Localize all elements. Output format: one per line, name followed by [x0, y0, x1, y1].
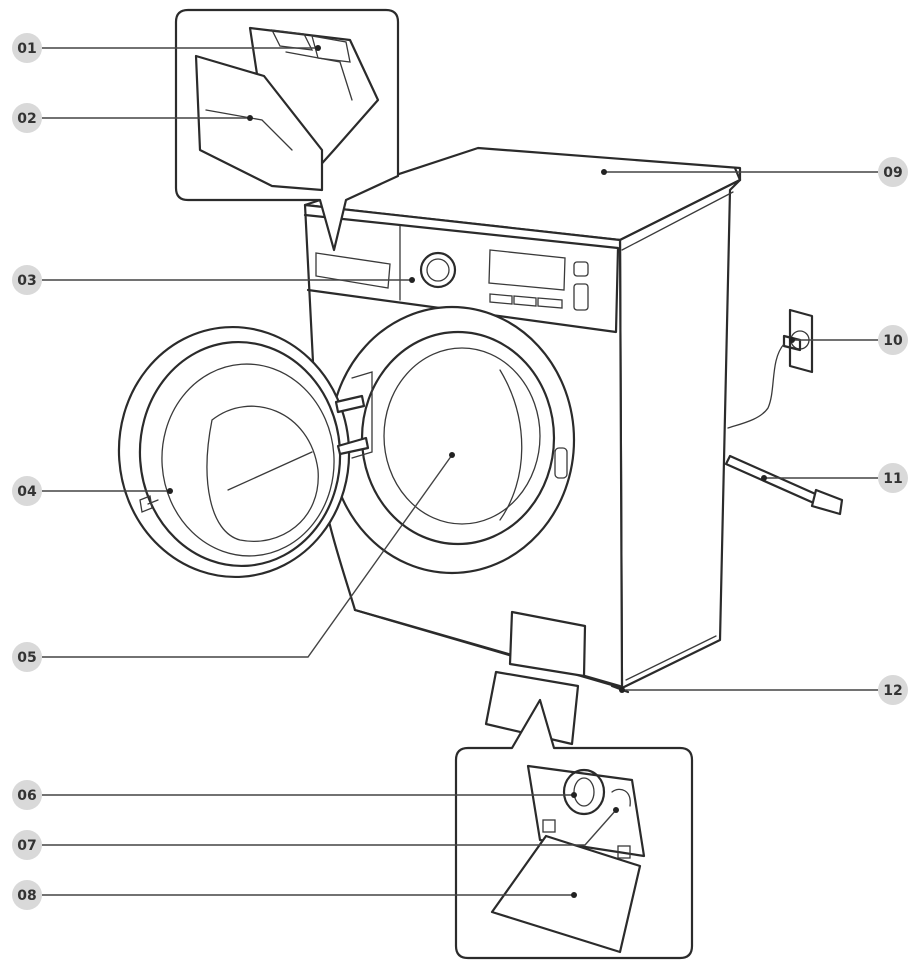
- callout-02: 02: [12, 103, 42, 133]
- callout-01-label: 01: [17, 41, 36, 57]
- callout-12-label: 12: [883, 683, 902, 699]
- callout-03-label: 03: [17, 273, 36, 289]
- inset-detergent-drawer: [174, 8, 400, 252]
- callout-leaders: [42, 45, 878, 898]
- leader-07: [42, 809, 617, 846]
- callout-06-label: 06: [17, 788, 36, 804]
- callout-07-label: 07: [17, 838, 36, 854]
- callout-11-label: 11: [883, 471, 902, 487]
- callout-09: 09: [878, 157, 908, 187]
- leader-05: [42, 454, 453, 658]
- inset-filter: [454, 698, 694, 960]
- callout-09-label: 09: [883, 165, 902, 181]
- callout-badges: 01 02 03 04 05 06 07 08: [12, 33, 908, 910]
- power-outlet: [727, 308, 814, 429]
- callout-04: 04: [12, 476, 42, 506]
- door: [117, 325, 373, 579]
- callout-06: 06: [12, 780, 42, 810]
- callout-07: 07: [12, 830, 42, 860]
- callout-05: 05: [12, 642, 42, 672]
- callout-01: 01: [12, 33, 42, 63]
- filter-cover: [484, 610, 587, 746]
- callout-11: 11: [878, 463, 908, 493]
- drain-hose: [724, 454, 844, 516]
- callout-04-label: 04: [17, 484, 37, 500]
- callout-12: 12: [878, 675, 908, 705]
- callout-08: 08: [12, 880, 42, 910]
- callout-05-label: 05: [17, 650, 36, 666]
- callout-08-label: 08: [17, 888, 36, 904]
- callout-02-label: 02: [17, 111, 36, 127]
- callout-10-label: 10: [883, 333, 903, 349]
- callout-03: 03: [12, 265, 42, 295]
- callout-10: 10: [878, 325, 908, 355]
